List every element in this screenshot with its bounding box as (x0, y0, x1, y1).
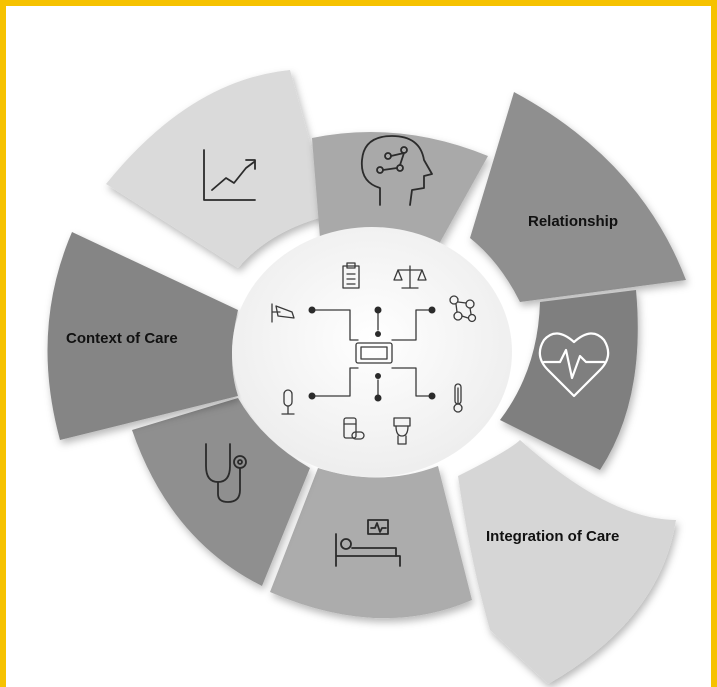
brain-head-icon (360, 135, 433, 206)
segment-stethoscope (132, 398, 310, 586)
segment-bed (270, 466, 472, 619)
segment-heart (500, 290, 638, 470)
hospital-bed-monitor-icon (335, 519, 401, 567)
label-integration-of-care: Integration of Care (486, 528, 619, 545)
network-icon (449, 295, 477, 323)
stethoscope-icon (205, 443, 247, 503)
segment-context-of-care (47, 232, 238, 440)
segment-integration-of-care (458, 440, 676, 684)
segment-brain (312, 132, 488, 246)
center-hub-icons (271, 262, 477, 445)
pills-icon (343, 417, 365, 440)
toilet-icon (393, 417, 411, 445)
segment-trend (106, 70, 330, 268)
clipboard-icon (342, 262, 360, 289)
heart-pulse-icon (538, 332, 610, 398)
thermometer-icon (453, 383, 463, 413)
device-icon (355, 342, 393, 364)
center-hub (232, 227, 512, 477)
label-relationship: Relationship (528, 213, 618, 230)
trend-chart-icon (203, 149, 256, 201)
label-context-of-care: Context of Care (66, 330, 178, 347)
scale-icon (393, 265, 427, 289)
segment-relationship (470, 92, 686, 302)
camera-icon (271, 303, 295, 323)
microphone-icon (281, 389, 295, 415)
